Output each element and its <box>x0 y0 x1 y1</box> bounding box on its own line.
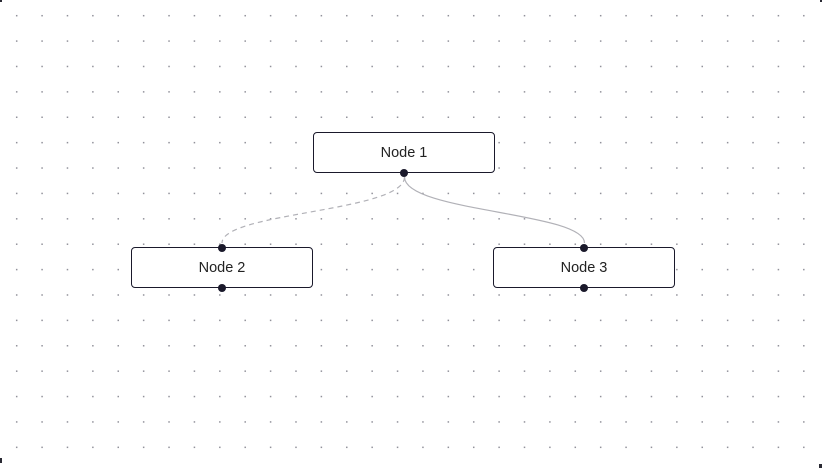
node-3-label: Node 3 <box>560 259 608 276</box>
node-3[interactable]: Node 3 <box>493 243 675 292</box>
edge-node1-node2-dashed[interactable] <box>221 176 406 244</box>
node-2[interactable]: Node 2 <box>131 243 313 292</box>
node-1-source-handle[interactable] <box>400 168 408 177</box>
corner-artifact <box>819 464 822 468</box>
edge-artifact <box>0 458 2 463</box>
corner-artifact <box>820 0 822 2</box>
edge-node1-node3[interactable] <box>403 176 586 244</box>
node-1[interactable]: Node 1 <box>313 132 495 177</box>
node-3-source-handle[interactable] <box>580 283 588 292</box>
node-2-source-handle[interactable] <box>218 283 226 292</box>
node-2-label: Node 2 <box>198 259 246 276</box>
node-2-target-handle[interactable] <box>218 243 226 252</box>
node-3-target-handle[interactable] <box>580 243 588 252</box>
node-1-label: Node 1 <box>380 144 428 161</box>
corner-artifact <box>0 0 2 2</box>
